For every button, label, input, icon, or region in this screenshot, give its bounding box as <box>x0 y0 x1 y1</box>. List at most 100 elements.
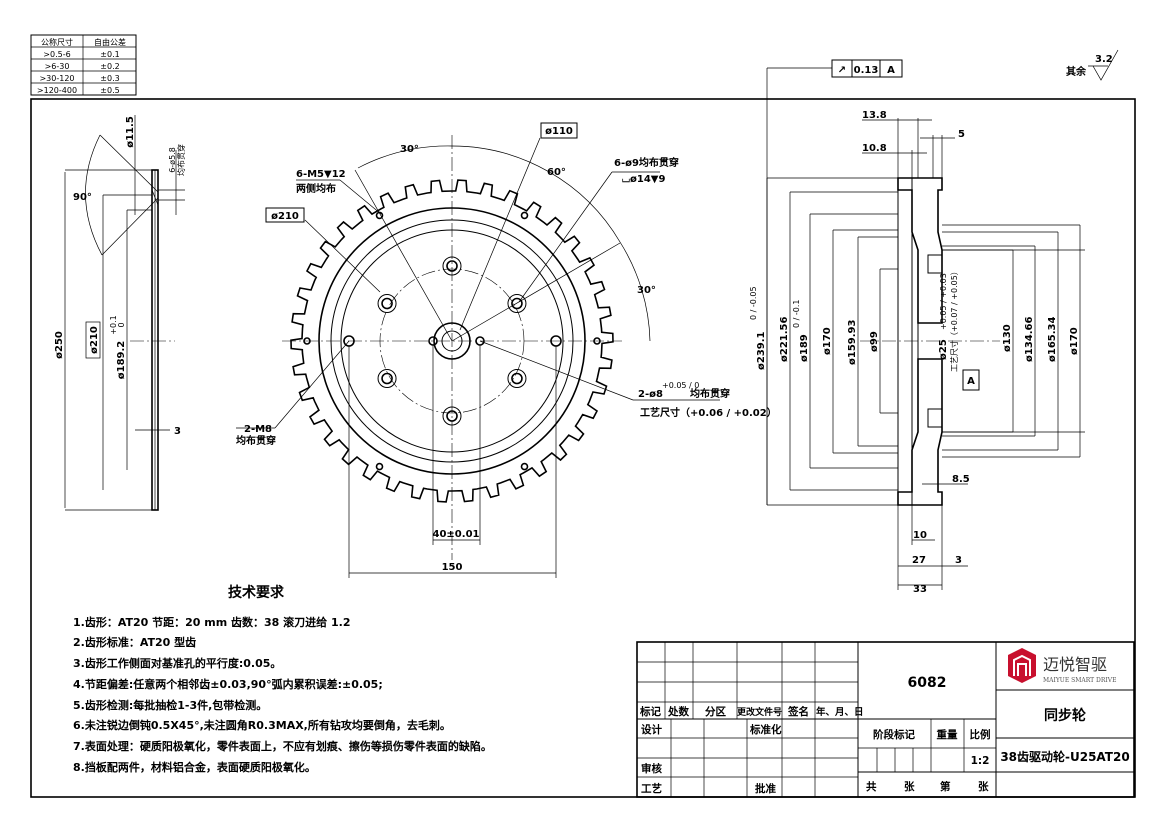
dim-d239: ø239.1 <box>756 331 767 370</box>
dim-d250: ø250 <box>54 331 65 359</box>
dim-40: 40±0.01 <box>433 529 480 540</box>
dim-10: 10 <box>913 530 927 541</box>
runout-frame <box>831 59 903 78</box>
angle-30-left: 30° <box>400 144 419 155</box>
roughness-symbol <box>1092 49 1119 81</box>
rev-header: 分区 <box>705 705 726 718</box>
title-block: 标记 处数 分区 更改文件号 签名 年、月、日 设计 标准化 审核 工艺 批准 … <box>636 641 1135 798</box>
dim-10-8: 10.8 <box>862 143 887 154</box>
hole-d9 <box>511 297 523 310</box>
hole-m5 <box>520 462 529 471</box>
label-process: 工艺 <box>641 782 662 795</box>
tolerance-cell: >120-400 <box>37 86 77 95</box>
dim-13-8: 13.8 <box>862 110 887 121</box>
tolerance-cell: >0.5-6 <box>43 50 70 59</box>
tolerance-table: 公称尺寸 自由公差 >0.5-6 ±0.1 >6-30 ±0.2 >30-120… <box>30 34 137 96</box>
dim-d189: ø189.2 <box>116 341 127 380</box>
label-scale: 比例 <box>970 728 991 741</box>
hole-d9 <box>442 256 462 276</box>
dim-d210-front: ø210 <box>271 211 299 222</box>
scale-value: 1:2 <box>971 755 990 767</box>
tech-item: 8.挡板配两件，材料铝合金，表面硬质阳极氧化。 <box>73 760 316 774</box>
rev-header: 标记 <box>639 705 661 718</box>
dim-33: 33 <box>913 584 927 595</box>
company-name-en: MAIYUE SMART DRIVE <box>1043 677 1116 684</box>
tech-item: 2.齿形标准：AT20 型齿 <box>73 635 196 649</box>
m5-label: 6-M5▼12 <box>296 169 346 180</box>
hole-d9 <box>446 410 458 422</box>
label-sheets-2: 张 <box>978 780 989 793</box>
hole-d9 <box>507 369 527 388</box>
tolerance-cell: >30-120 <box>39 74 74 83</box>
part-type: 同步轮 <box>1044 707 1086 724</box>
runout-datum: A <box>887 65 895 76</box>
part-name: 38齿驱动轮-U25AT20 <box>1000 749 1129 764</box>
dim-d221: ø221.56 <box>779 316 790 362</box>
tolerance-cell: ±0.2 <box>100 62 119 71</box>
dim-d134: ø134.66 <box>1024 316 1035 362</box>
bolt-holes-d9 <box>377 256 527 426</box>
section-view: ↗ 0.13 A 其余 3.2 13.8 10.8 5 ø239.1 0 <box>749 49 1119 595</box>
tolerance-cell: >6-30 <box>45 62 70 71</box>
tolerance-header-size: 公称尺寸 <box>41 37 73 47</box>
dim-d165: ø165.34 <box>1047 316 1058 362</box>
rev-header: 年、月、日 <box>816 706 864 718</box>
material: 6082 <box>908 675 947 691</box>
company-logo: 迈悦智驱 MAIYUE SMART DRIVE <box>1008 648 1116 684</box>
roughness-value: 3.2 <box>1095 54 1113 65</box>
hole-m5 <box>375 462 384 471</box>
rev-header: 签名 <box>787 705 809 718</box>
hole-d9 <box>381 297 393 310</box>
d8-note: 均布贯穿 <box>690 387 730 400</box>
dim-d25: ø25 <box>938 339 949 360</box>
hole-d9 <box>381 372 393 385</box>
runout-value: 0.13 <box>854 65 879 76</box>
tolerance-cell: ±0.5 <box>100 86 119 95</box>
dim-d239-tol: 0 / -0.05 <box>749 286 758 320</box>
dim-d170-a: ø170 <box>822 327 833 355</box>
hole-m5 <box>520 211 529 220</box>
angle-60: 60° <box>547 167 566 178</box>
datum-a: A <box>967 376 975 387</box>
hole-d9 <box>507 294 527 313</box>
hole-d9 <box>511 372 523 385</box>
dim-27: 27 <box>912 555 926 566</box>
m8-label: 2-M8 <box>244 424 272 435</box>
dim-thickness: 3 <box>174 426 181 437</box>
rev-header: 更改文件号 <box>737 706 782 718</box>
hole-d9 <box>377 369 397 388</box>
label-approve: 批准 <box>755 782 776 795</box>
d9-counterbore: ⌴ø14▼9 <box>622 174 665 185</box>
m5-note: 两侧均布 <box>296 182 336 195</box>
dim-d189-section: ø189 <box>799 334 810 362</box>
dim-d189-tol-upper: +0.1 <box>109 315 118 334</box>
tech-item: 5.齿形检测:每批抽检1-3件,包带检测。 <box>73 698 267 712</box>
dim-d130: ø130 <box>1002 324 1013 352</box>
dim-d25-tol: +0.05 / +0.03 <box>939 273 948 330</box>
label-sheets: 张 <box>904 780 915 793</box>
label-total: 共 <box>866 780 877 793</box>
dim-150: 150 <box>442 562 463 573</box>
d8-tol: +0.05 / 0 <box>662 381 699 390</box>
dim-d11-5: ø11.5 <box>125 116 136 148</box>
tech-item: 6.未注锐边倒钝0.5X45°,未注圆角R0.3MAX,所有钻攻均要倒角，去毛刺… <box>73 718 451 732</box>
label-review: 审核 <box>641 762 662 775</box>
d9-holes-label: 6-ø9均布贯穿 <box>614 156 679 169</box>
side-holes: 6-ø5.8 <box>168 147 177 173</box>
hole-d9 <box>377 294 397 313</box>
sheet-border <box>30 98 1136 798</box>
tech-item: 4.节距偏差:任意两个相邻齿±0.03,90°弧内累积误差:±0.05; <box>73 677 383 691</box>
label-weight: 重量 <box>937 728 958 741</box>
dim-d189-tol-lower: 0 <box>117 322 126 327</box>
dim-d99: ø99 <box>869 331 880 352</box>
side-holes-note: 均布贯穿 <box>176 144 186 176</box>
label-page: 第 <box>940 780 951 793</box>
dim-5: 5 <box>958 129 965 140</box>
angle-30-right: 30° <box>637 285 656 296</box>
dim-angle-90: 90° <box>73 192 92 203</box>
tolerance-header-tol: 自由公差 <box>94 37 126 47</box>
rev-header: 处数 <box>667 705 689 718</box>
holes-m5 <box>303 211 601 471</box>
hole-d9 <box>446 260 458 272</box>
